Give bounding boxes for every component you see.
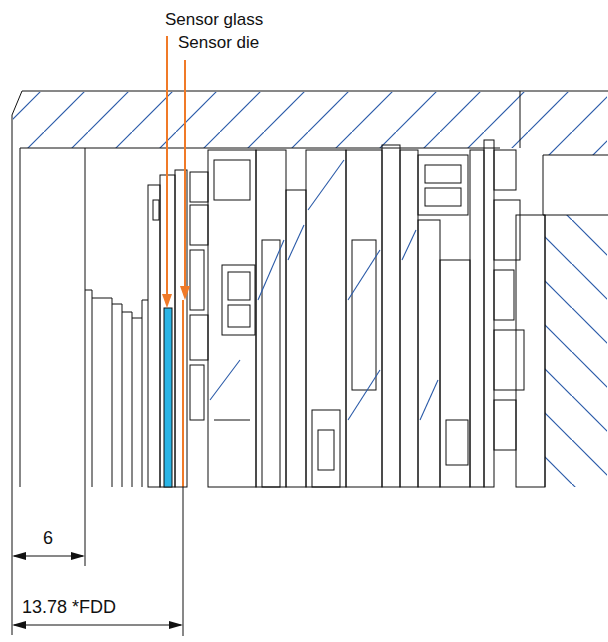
housing-hatch [545, 215, 607, 487]
callout-label: Sensor glass [165, 10, 263, 30]
sensor-glass [164, 308, 172, 487]
dimension-line [12, 487, 183, 636]
label-anchor: Sensor glass [165, 10, 263, 30]
housing-outline [12, 91, 608, 487]
sensor-board [175, 150, 256, 487]
pcb-stack [256, 140, 545, 487]
part-hatch [210, 160, 438, 420]
dimension-arrowhead [12, 552, 183, 629]
label-anchor: 6 [43, 528, 53, 549]
label-anchor: Sensor die [178, 33, 259, 53]
label-anchor: 13.78 *FDD [22, 597, 116, 618]
dimension-text: 13.78 *FDD [22, 597, 116, 618]
sensor-die [182, 300, 184, 487]
housing-hatch [13, 92, 607, 155]
leader-arrow [162, 36, 190, 308]
callout-label: Sensor die [178, 33, 259, 53]
dimension-text: 6 [43, 528, 53, 549]
lens-mount [85, 175, 175, 487]
